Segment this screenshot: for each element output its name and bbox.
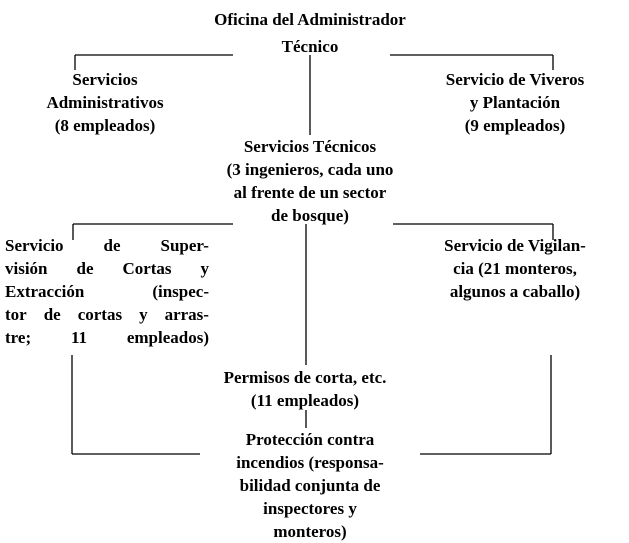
node-line: (9 empleados) xyxy=(464,116,566,135)
node-servicios-administrativos: Servicios Administrativos (8 empleados) xyxy=(5,68,205,137)
node-line: algunos a caballo) xyxy=(449,282,581,301)
node-line: al frente de un sector xyxy=(233,183,387,202)
node-line: y Plantación xyxy=(469,93,561,112)
node-line: monteros) xyxy=(273,522,347,541)
node-servicios-tecnicos: Servicios Técnicos (3 ingenieros, cada u… xyxy=(190,135,430,227)
node-servicio-vigilancia: Servicio de Vigilan- cia (21 monteros, a… xyxy=(410,234,620,303)
node-line: Protección contra xyxy=(245,430,375,449)
node-line: Oficina del Administrador xyxy=(214,10,406,29)
node-line: de bosque) xyxy=(271,206,349,225)
node-line: Servicio de Vigilan- xyxy=(444,236,586,255)
node-line: Servicios xyxy=(72,70,138,89)
node-line: bilidad conjunta de xyxy=(239,476,381,495)
node-line: Permisos de corta, etc. xyxy=(223,368,387,387)
node-line: inspectores y xyxy=(263,499,357,518)
node-permisos-corta: Permisos de corta, etc. (11 empleados) xyxy=(170,366,440,412)
node-line: (3 ingenieros, cada uno xyxy=(226,160,394,179)
node-line: Técnico xyxy=(281,37,339,56)
node-servicio-viveros: Servicio de Viveros y Plantación (9 empl… xyxy=(405,68,625,137)
node-line: Servicios Técnicos xyxy=(243,137,377,156)
node-line: Extracción(inspec- xyxy=(5,282,209,301)
node-oficina-administrador: Oficina del Administrador Técnico xyxy=(110,6,510,60)
node-line: (8 empleados) xyxy=(54,116,156,135)
node-line: Administrativos xyxy=(46,93,164,112)
node-line: (11 empleados) xyxy=(250,391,360,410)
node-line: Servicio de Viveros xyxy=(445,70,585,89)
node-line: incendios (responsa- xyxy=(236,453,384,472)
node-proteccion-incendios: Protección contra incendios (responsa- b… xyxy=(200,428,420,543)
node-line: cia (21 monteros, xyxy=(453,259,577,278)
